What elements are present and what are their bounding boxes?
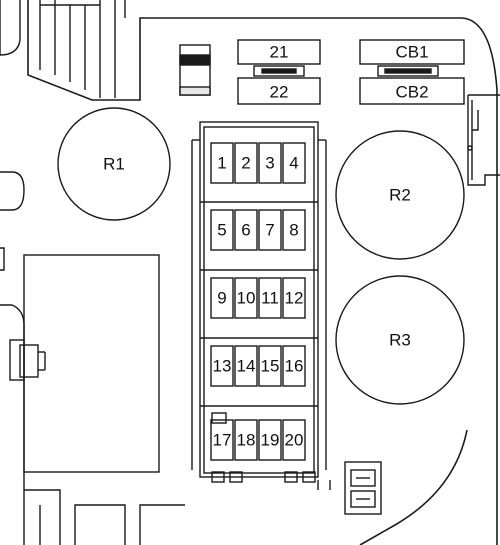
- fuse-cell-13: [210, 345, 234, 387]
- fuse-number-19: 19: [261, 431, 280, 450]
- fuse-22-label: 22: [270, 83, 289, 102]
- fuse-cell-17: [210, 419, 234, 461]
- fuse-number-13: 13: [213, 357, 232, 376]
- fuse-cell-5: [210, 209, 234, 251]
- fuse-number-7: 7: [265, 221, 274, 240]
- housing-right-edge: [359, 429, 468, 545]
- bottom-tabs: [24, 489, 185, 545]
- fuse-cells: [210, 142, 306, 461]
- bottom-connector: [317, 461, 382, 515]
- housing-outline: [27, 0, 498, 545]
- fuse-cell-12: [282, 277, 306, 319]
- fuse-number-8: 8: [289, 221, 298, 240]
- fuse-cell-19: [258, 419, 282, 461]
- fuse-number-20: 20: [285, 431, 304, 450]
- fuse-cell-4: [282, 142, 306, 184]
- fuse-number-18: 18: [237, 431, 256, 450]
- fuse-number-6: 6: [241, 221, 250, 240]
- fuse-cell-18: [234, 419, 258, 461]
- fuse-cell-14: [234, 345, 258, 387]
- fuse-number-5: 5: [217, 221, 226, 240]
- fuse-cell-9: [210, 277, 234, 319]
- fuse-number-2: 2: [241, 154, 250, 173]
- fuse-block-cb: [359, 39, 465, 105]
- fuse-cell-8: [282, 209, 306, 251]
- fuse-cell-20: [282, 419, 306, 461]
- left-panel: [23, 254, 160, 473]
- fuse-number-3: 3: [265, 154, 274, 173]
- fuse-number-9: 9: [217, 289, 226, 308]
- left-side-connectors: [0, 171, 46, 545]
- relay-r1-outline: [57, 107, 171, 221]
- fuse-cell-1: [210, 142, 234, 184]
- fuse-number-15: 15: [261, 357, 280, 376]
- fuse-number-1: 1: [217, 154, 226, 173]
- circuit-breaker-2-label: CB2: [395, 83, 428, 102]
- relay-r1-label: R1: [103, 155, 125, 174]
- relay-r3-outline: [335, 275, 465, 405]
- fuse-number-17: 17: [213, 431, 232, 450]
- fuse-number-10: 10: [237, 289, 256, 308]
- fuse-cell-10: [234, 277, 258, 319]
- fuse-number-16: 16: [285, 357, 304, 376]
- fuse-cell-16: [282, 345, 306, 387]
- small-component: [179, 44, 211, 96]
- fuse-number-14: 14: [237, 357, 256, 376]
- fuse-21-label: 21: [270, 43, 289, 62]
- fuse-number-12: 12: [285, 289, 304, 308]
- fuse-block-21-22: [237, 39, 321, 105]
- right-side-bracket: [467, 94, 500, 186]
- fuse-number-11: 11: [261, 289, 279, 308]
- relay-r2-label: R2: [389, 186, 411, 205]
- fuse-cell-2: [234, 142, 258, 184]
- fuse-cell-11: [258, 277, 282, 319]
- top-left-tabs: [0, 0, 126, 98]
- circuit-breaker-1-label: CB1: [395, 43, 428, 62]
- fuse-cell-7: [258, 209, 282, 251]
- relay-r3-label: R3: [389, 331, 411, 350]
- fuse-cell-6: [234, 209, 258, 251]
- fuse-cell-3: [258, 142, 282, 184]
- fuse-cell-15: [258, 345, 282, 387]
- relay-r2-outline: [335, 130, 465, 260]
- fuse-number-4: 4: [289, 154, 298, 173]
- central-fuse-panel: [191, 121, 327, 483]
